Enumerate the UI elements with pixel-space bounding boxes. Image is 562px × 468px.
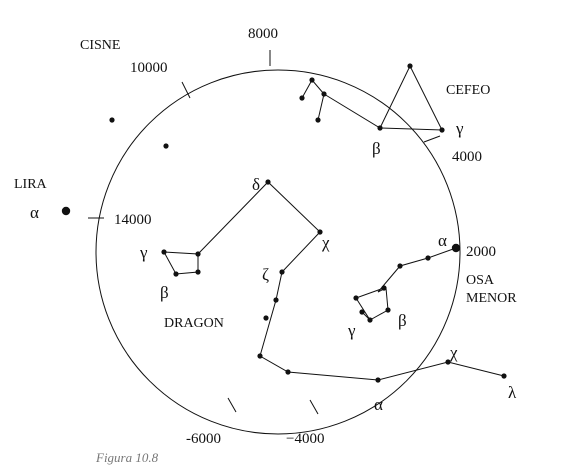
star-osa-2 — [425, 255, 431, 261]
greek-lira-alpha: α — [30, 203, 39, 222]
greek-dragon-chi-tail: χ — [449, 343, 458, 362]
greek-polaris-alpha: α — [438, 231, 447, 250]
greek-dragon-gamma: γ — [139, 243, 148, 262]
star-polaris-alpha — [451, 243, 461, 253]
greek-cefeo-beta: β — [372, 139, 381, 158]
cefeo-link-mid — [323, 93, 381, 129]
year-label-2000: 2000 — [466, 244, 496, 260]
star-osa-5 — [353, 295, 359, 301]
cefeo-link-left — [301, 79, 325, 121]
star-cefeo-3 — [321, 91, 327, 97]
star-cisne-2 — [163, 143, 169, 149]
star-cisne-1 — [109, 117, 115, 123]
star-dragon-zeta — [279, 269, 285, 275]
precession-circle — [95, 69, 461, 435]
star-dragon-8 — [285, 369, 291, 375]
constellation-label-dragon: DRAGON — [164, 316, 224, 331]
cefeo-triangle — [379, 64, 443, 131]
greek-dragon-beta: β — [160, 283, 169, 302]
greek-osa-beta: β — [398, 311, 407, 330]
tick-minus-6000 — [227, 397, 237, 413]
greek-dragon-alpha: α — [374, 395, 383, 414]
star-dragon-beta — [173, 271, 179, 277]
star-dragon-delta — [265, 179, 271, 185]
star-dragon-lambda — [501, 373, 507, 379]
star-dragon-alpha — [375, 377, 381, 383]
osa-menor-lines — [355, 247, 457, 321]
year-label-10000: 10000 — [130, 60, 168, 76]
dragon-body — [197, 181, 505, 381]
year-label-minus-4000: −4000 — [286, 431, 324, 447]
constellation-label-osa: OSA — [466, 273, 495, 288]
star-cefeo-1 — [299, 95, 305, 101]
greek-osa-gamma: γ — [347, 321, 356, 340]
star-dragon-6 — [263, 315, 269, 321]
tick-4000 — [423, 135, 441, 143]
greek-dragon-zeta: ζ — [262, 265, 269, 284]
star-dragon-chi-tail — [445, 359, 451, 365]
greek-dragon-delta: δ — [252, 175, 260, 194]
greek-dragon-chi: χ — [321, 233, 330, 252]
star-cefeo-beta — [377, 125, 383, 131]
star-cefeo-2 — [309, 77, 315, 83]
greek-dragon-lambda: λ — [508, 383, 517, 402]
star-cefeo-top — [407, 63, 413, 69]
constellation-label-cefeo: CEFEO — [446, 83, 490, 98]
star-lira-alpha — [61, 206, 71, 216]
star-cefeo-4 — [315, 117, 321, 123]
star-dragon-chi — [317, 229, 323, 235]
year-label-4000: 4000 — [452, 149, 482, 165]
star-dragon-gamma — [161, 249, 167, 255]
star-dragon-5 — [273, 297, 279, 303]
star-dragon-head-2 — [195, 251, 201, 257]
star-osa-6 — [359, 309, 365, 315]
year-label-8000: 8000 — [248, 26, 278, 42]
dragon-head — [163, 251, 199, 275]
star-osa-gamma — [367, 317, 373, 323]
figure-caption: Figura 10.8 — [95, 450, 159, 465]
tick-minus-4000 — [309, 399, 319, 415]
star-cefeo-gamma — [439, 127, 445, 133]
year-label-minus-6000: -6000 — [186, 431, 221, 447]
constellation-label-lira: LIRA — [14, 177, 48, 192]
greek-cefeo-gamma: γ — [455, 119, 464, 138]
constellation-label-cisne: CISNE — [80, 38, 120, 53]
star-osa-3 — [397, 263, 403, 269]
tick-10000 — [181, 81, 191, 99]
constellation-label-menor: MENOR — [466, 291, 517, 306]
star-osa-4 — [381, 285, 387, 291]
star-dragon-7 — [257, 353, 263, 359]
year-label-14000: 14000 — [114, 212, 152, 228]
star-dragon-head-3 — [195, 269, 201, 275]
star-osa-beta — [385, 307, 391, 313]
